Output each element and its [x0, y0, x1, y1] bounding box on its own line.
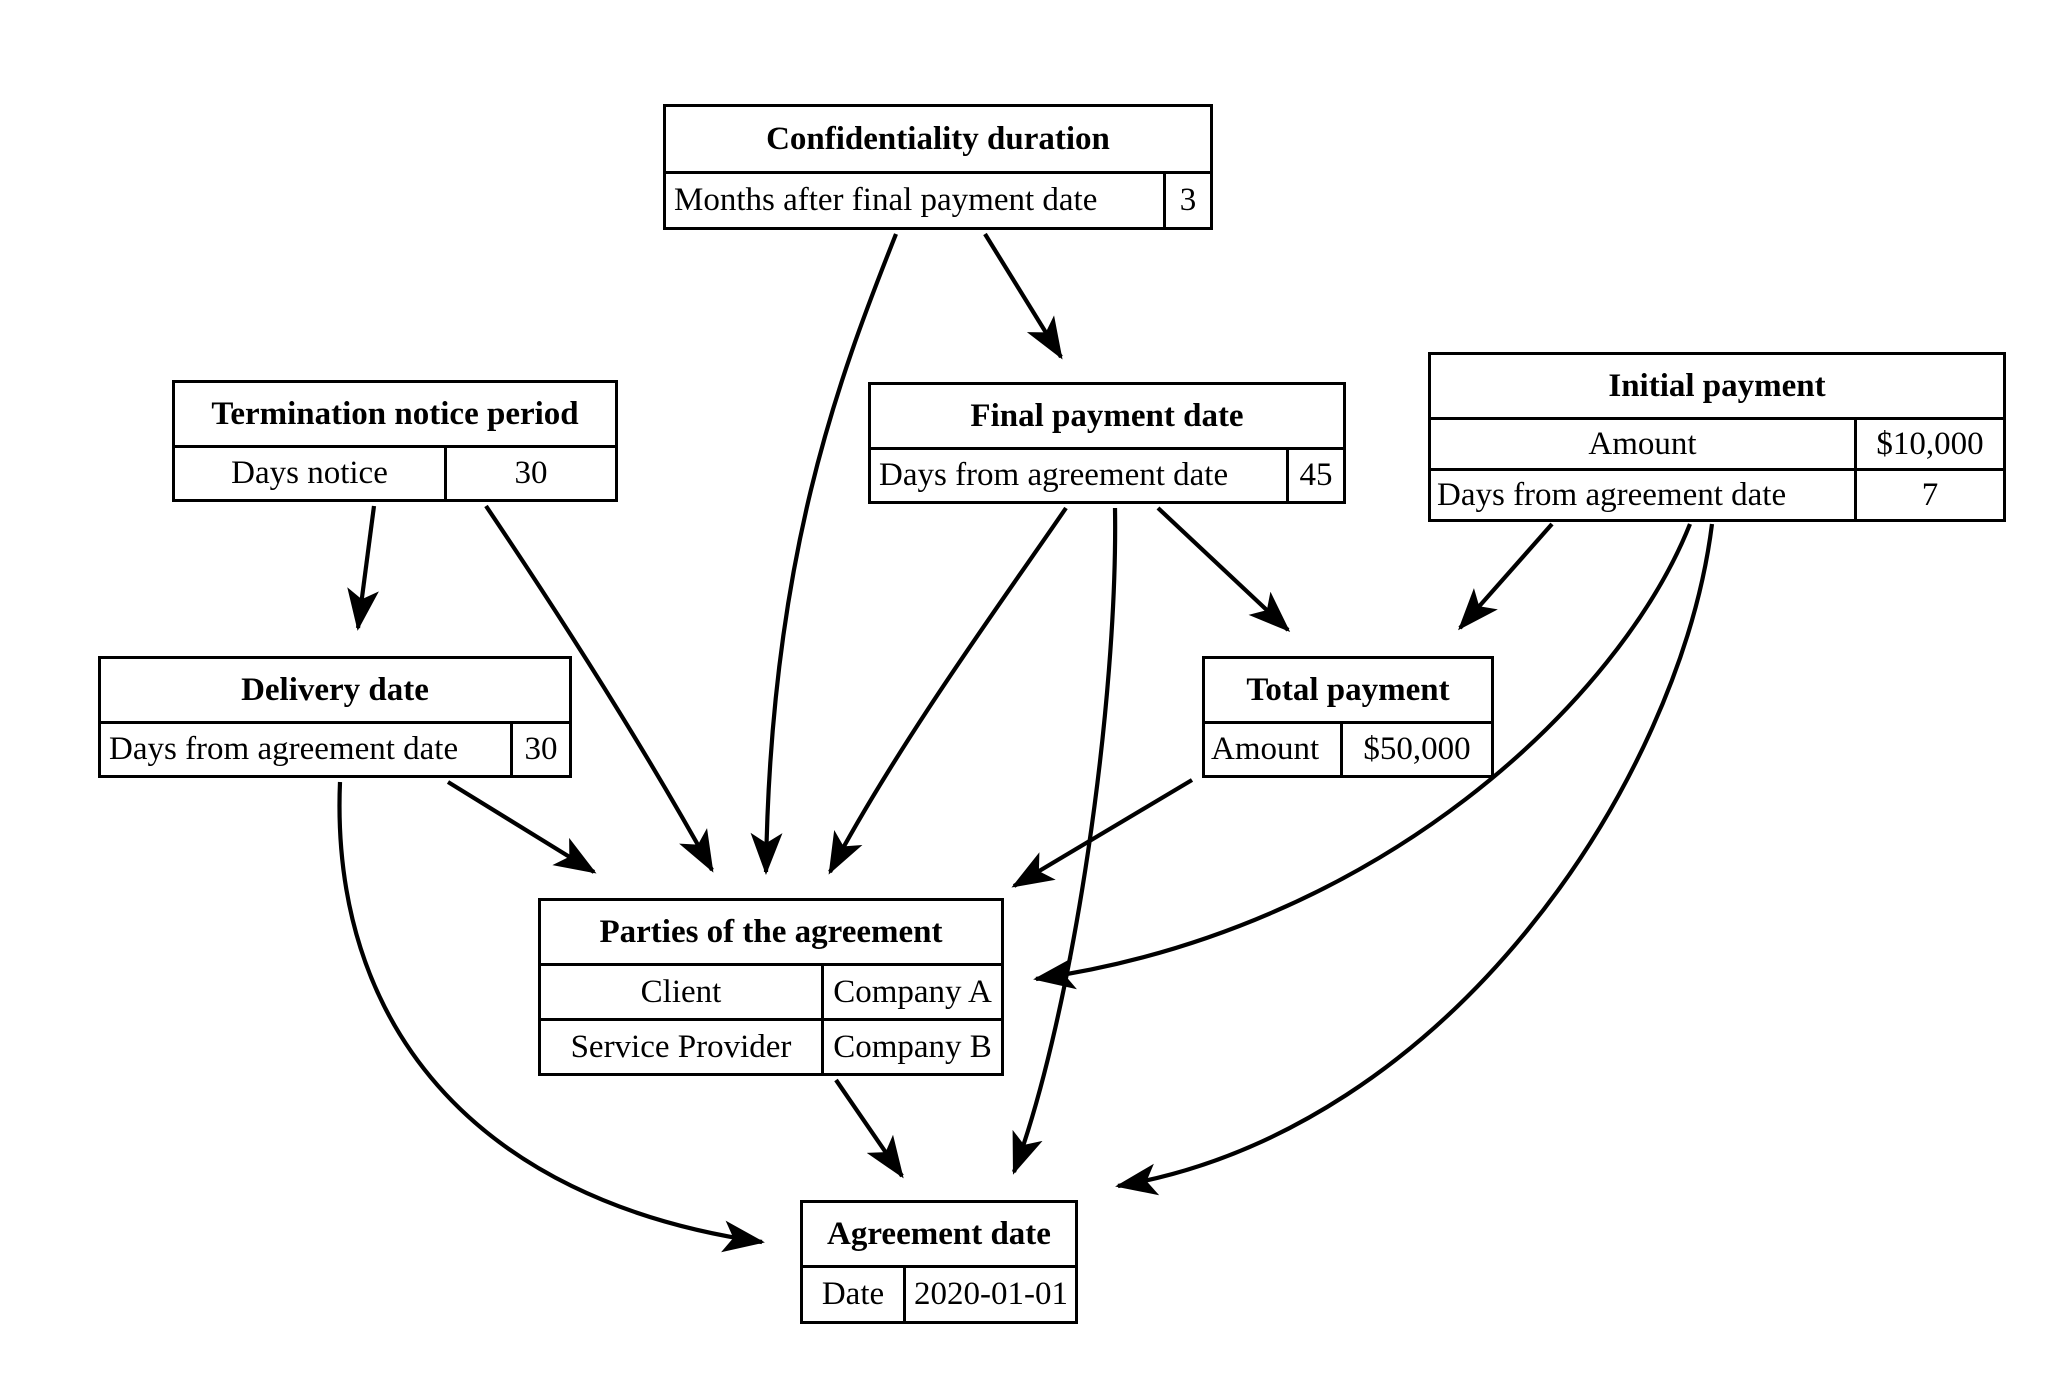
row-key: Date	[803, 1268, 906, 1321]
node-title: Confidentiality duration	[666, 107, 1210, 174]
table-row: Days notice 30	[175, 448, 615, 499]
node-title: Initial payment	[1431, 355, 2003, 420]
row-key: Days notice	[175, 448, 447, 499]
node-agreement-date[interactable]: Agreement date Date 2020-01-01	[800, 1200, 1078, 1324]
table-row: Amount $10,000	[1431, 420, 2003, 471]
node-title: Final payment date	[871, 385, 1343, 450]
table-row: Days from agreement date 45	[871, 450, 1343, 501]
row-value: 2020-01-01	[914, 1276, 1068, 1312]
row-key: Amount	[1205, 724, 1343, 775]
edge-confidentiality-to-final-payment	[983, 232, 1063, 360]
row-key: Service Provider	[541, 1021, 824, 1073]
row-value: 7	[1921, 476, 1939, 513]
row-value: $10,000	[1876, 425, 1984, 462]
row-value: Company B	[833, 1028, 992, 1065]
row-value: $50,000	[1363, 731, 1471, 767]
row-value: 3	[1179, 182, 1197, 218]
row-key: Amount	[1431, 420, 1857, 468]
row-value: 30	[514, 455, 548, 491]
node-title: Agreement date	[803, 1203, 1075, 1268]
node-title: Delivery date	[101, 659, 569, 724]
node-delivery-date[interactable]: Delivery date Days from agreement date 3…	[98, 656, 572, 778]
edge-final-payment-to-parties	[828, 506, 1068, 875]
edge-delivery-to-parties	[446, 780, 597, 874]
row-value: Company A	[833, 973, 992, 1010]
row-key: Days from agreement date	[1431, 471, 1857, 519]
node-title: Termination notice period	[175, 383, 615, 448]
table-row: Service Provider Company B	[541, 1021, 1001, 1073]
node-termination-notice-period[interactable]: Termination notice period Days notice 30	[172, 380, 618, 502]
row-key: Days from agreement date	[101, 724, 513, 775]
edge-termination-to-delivery	[347, 505, 379, 631]
table-row: Client Company A	[541, 966, 1001, 1021]
table-row: Months after final payment date 3	[666, 174, 1210, 227]
edge-final-payment-to-total-payment	[1156, 506, 1291, 633]
node-confidentiality-duration[interactable]: Confidentiality duration Months after fi…	[663, 104, 1213, 230]
node-parties-of-the-agreement[interactable]: Parties of the agreement Client Company …	[538, 898, 1004, 1076]
node-initial-payment[interactable]: Initial payment Amount $10,000 Days from…	[1428, 352, 2006, 522]
node-final-payment-date[interactable]: Final payment date Days from agreement d…	[868, 382, 1346, 504]
edge-total-payment-to-parties	[1011, 778, 1194, 888]
row-key: Months after final payment date	[666, 174, 1166, 227]
node-total-payment[interactable]: Total payment Amount $50,000	[1202, 656, 1494, 778]
edge-parties-to-agreement-date	[834, 1078, 904, 1179]
edge-confidentiality-to-parties	[750, 233, 898, 875]
table-row: Amount $50,000	[1205, 724, 1491, 775]
node-title: Total payment	[1205, 659, 1491, 724]
row-value: 30	[524, 731, 558, 767]
table-row: Date 2020-01-01	[803, 1268, 1075, 1321]
row-value: 45	[1299, 457, 1333, 493]
edge-final-payment-to-agreement-date	[1012, 507, 1118, 1175]
edge-initial-payment-to-agreement-date	[1115, 523, 1715, 1196]
table-row: Days from agreement date 30	[101, 724, 569, 775]
node-title: Parties of the agreement	[541, 901, 1001, 966]
edge-initial-payment-to-total-payment	[1458, 522, 1554, 631]
row-key: Days from agreement date	[871, 450, 1289, 501]
row-key: Client	[541, 966, 824, 1018]
table-row: Days from agreement date 7	[1431, 471, 2003, 519]
